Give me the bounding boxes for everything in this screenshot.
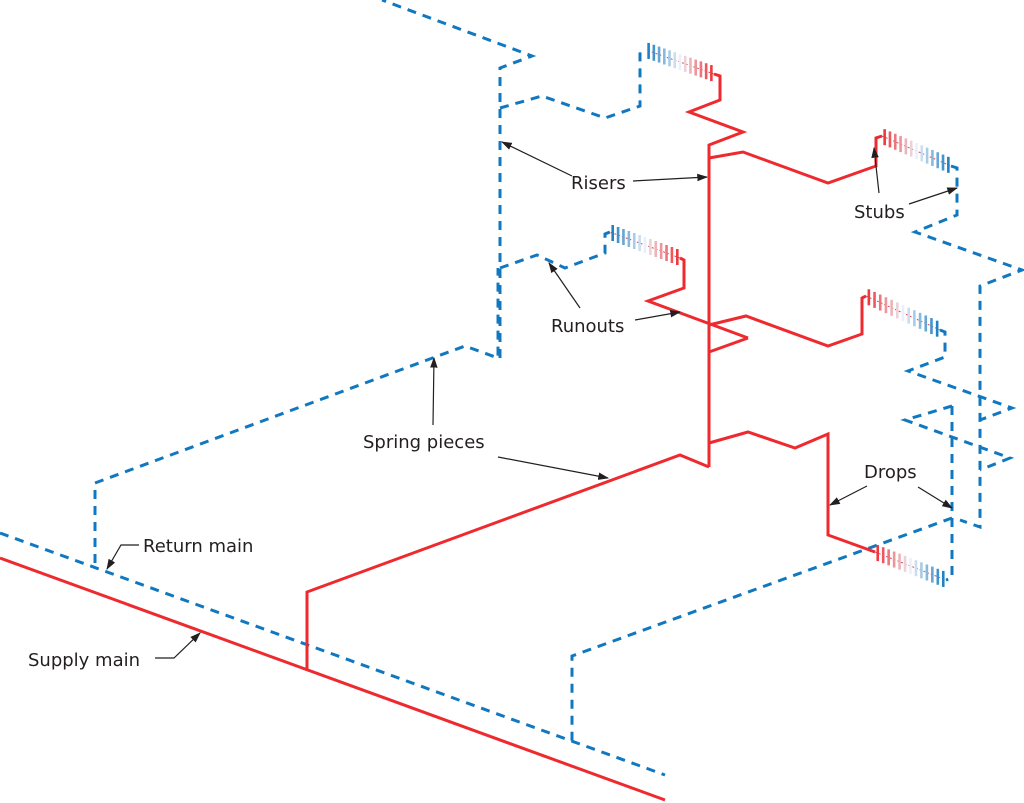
leader-drops-left: [829, 485, 868, 506]
supply-runout-lower: [708, 430, 876, 554]
return-runout-mid: [499, 230, 611, 270]
return-crossing-zig: [900, 404, 1015, 472]
return-drop-mid-right: [903, 328, 1017, 422]
terminal-units: [609, 42, 952, 587]
leader-lines: [106, 141, 959, 659]
label-supply-main: Supply main: [28, 650, 140, 671]
return-drop-bottom: [945, 406, 954, 582]
supply-main-pipe: [0, 556, 666, 802]
leader-spring-pieces-right: [497, 456, 610, 480]
return-piping: [0, 0, 1024, 777]
return-branch-lower: [570, 516, 953, 741]
supply-riser-main: [684, 72, 748, 467]
label-return-main: Return main: [143, 536, 253, 557]
leader-return-main: [106, 544, 139, 570]
leader-risers-right: [632, 173, 709, 182]
radiator-mid-right: [865, 289, 941, 337]
label-spring-pieces: Spring pieces: [363, 432, 485, 453]
return-main-pipe: [0, 531, 666, 777]
supply-runout-mid-left: [643, 256, 749, 354]
radiator-top-right: [881, 129, 952, 173]
supply-runout-mid-right: [708, 294, 867, 348]
leader-runouts-left: [548, 262, 581, 309]
supply-piping: [0, 72, 883, 802]
label-runouts: Runouts: [551, 316, 624, 337]
label-risers: Risers: [571, 173, 626, 194]
leader-risers-left: [501, 141, 573, 177]
supply-runout-top-right: [708, 134, 883, 185]
leader-runouts-right: [634, 309, 682, 321]
label-drops: Drops: [864, 462, 917, 483]
leader-stubs-left: [871, 146, 880, 194]
supply-spring-piece: [305, 453, 710, 671]
radiator-mid-left: [609, 225, 681, 265]
label-stubs: Stubs: [854, 202, 905, 223]
labels: Risers Stubs Runouts Spring pieces Drops…: [28, 173, 917, 671]
return-runout-top: [499, 48, 647, 120]
leader-spring-pieces-left: [430, 356, 438, 426]
return-riser-left: [381, 0, 537, 358]
return-drop-top-right: [910, 164, 1024, 530]
return-spring-piece-left: [93, 268, 500, 563]
leader-supply-main: [155, 632, 201, 659]
leader-drops-right: [917, 486, 953, 509]
radiator-top-left: [645, 42, 715, 82]
radiator-core: [874, 551, 947, 581]
leader-stubs-right: [908, 187, 959, 205]
radiator-bottom-right: [874, 545, 947, 587]
